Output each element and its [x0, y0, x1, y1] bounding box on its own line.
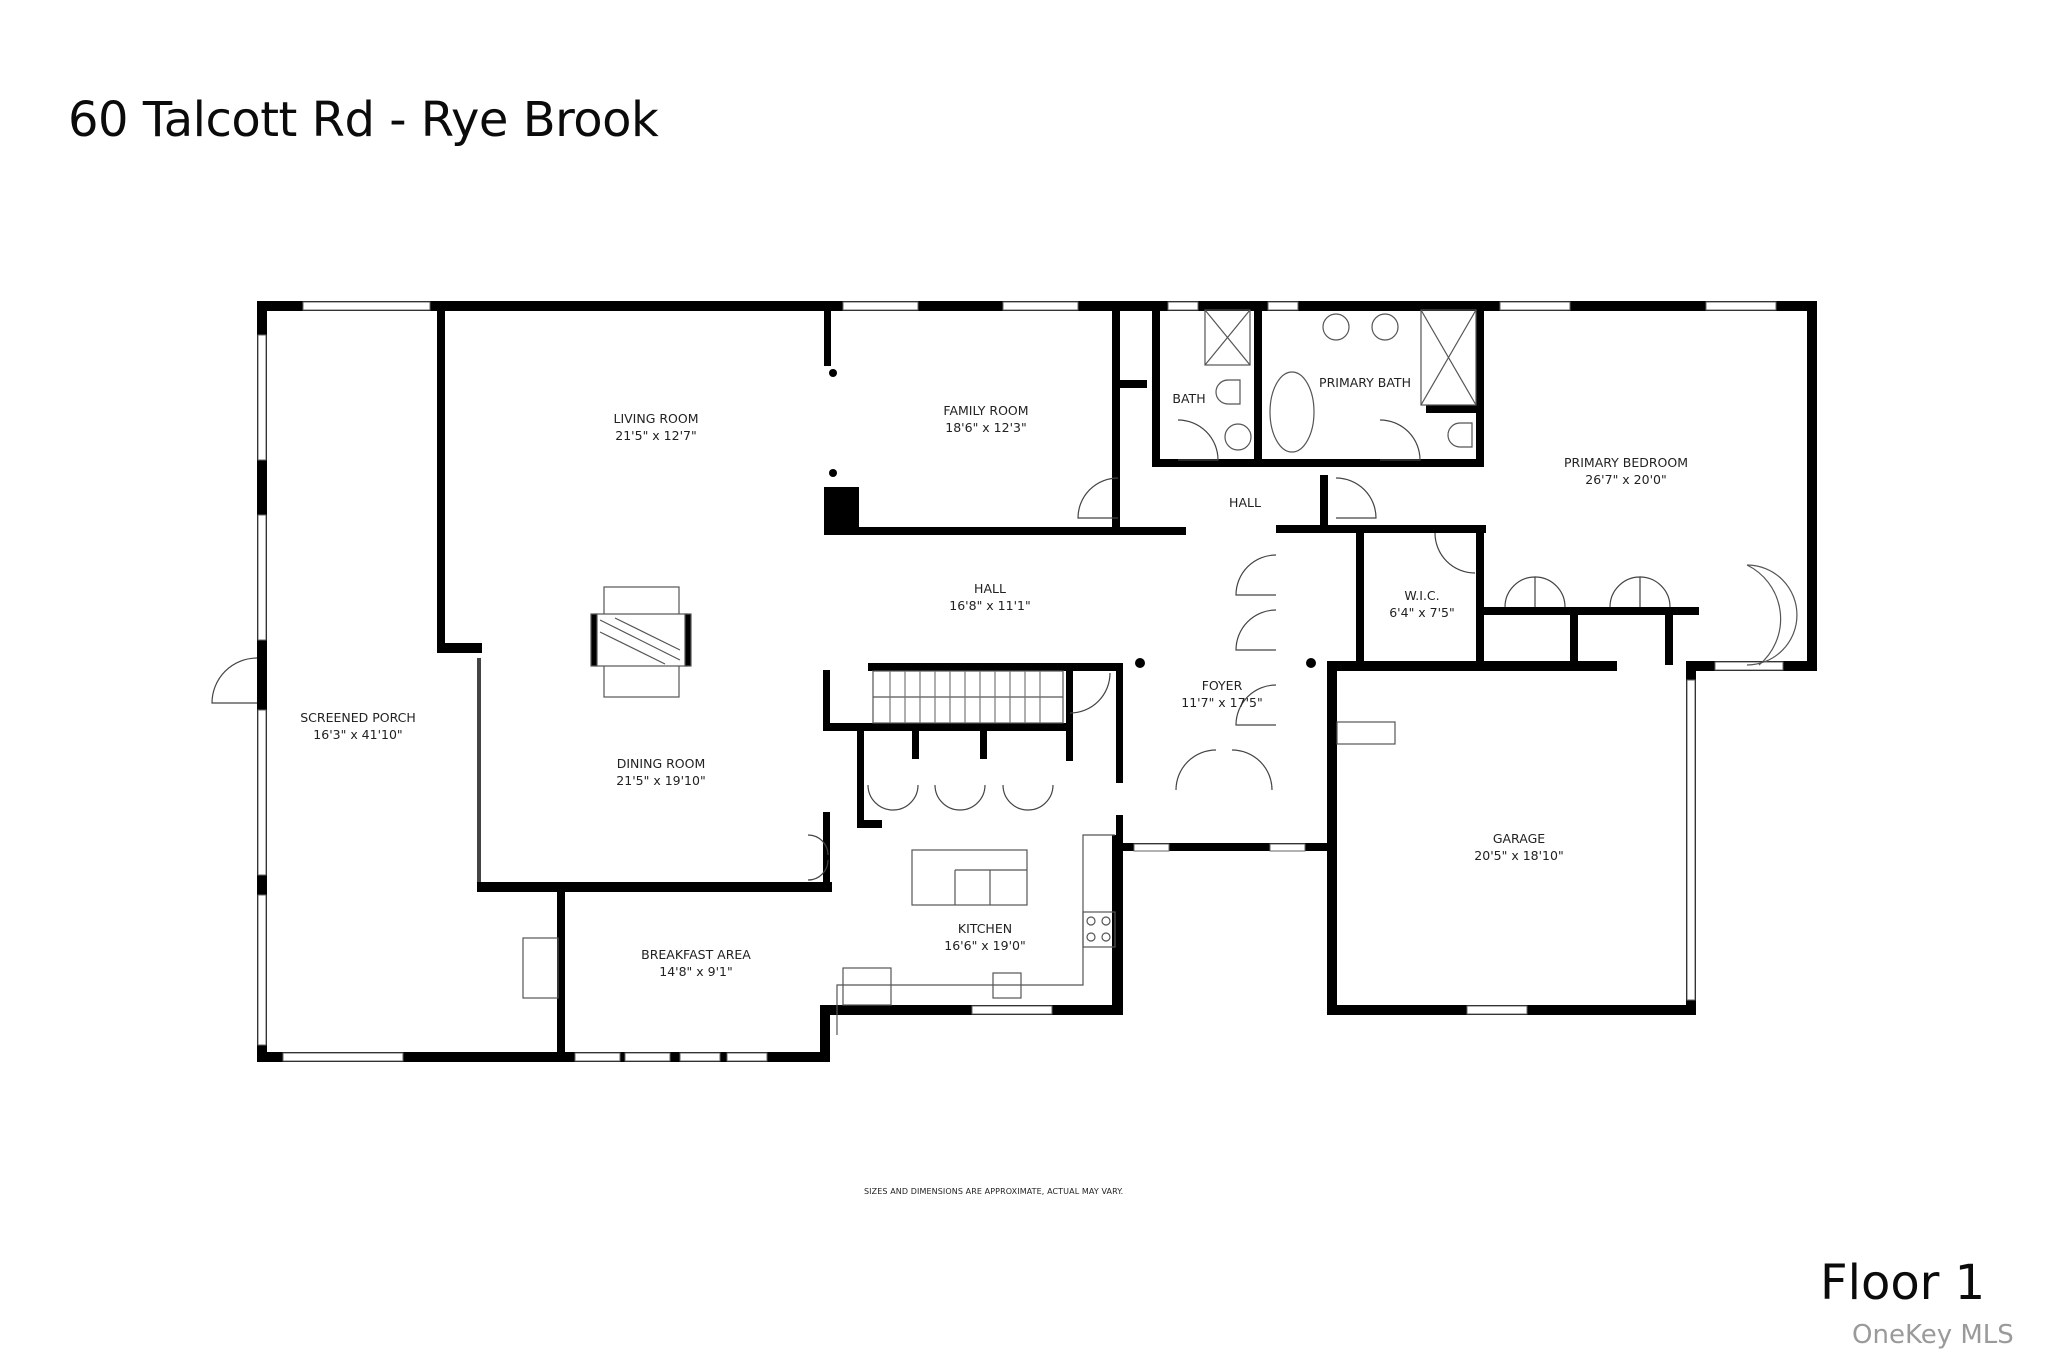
room-wic: W.I.C. 6'4" x 7'5"	[1389, 587, 1455, 621]
room-name: LIVING ROOM	[613, 411, 699, 426]
room-primary-bath: PRIMARY BATH	[1319, 374, 1411, 391]
room-name: PRIMARY BATH	[1319, 375, 1411, 390]
room-dimensions: 18'6" x 12'3"	[945, 420, 1027, 435]
room-breakfast-area: BREAKFAST AREA 14'8" x 9'1"	[641, 946, 751, 980]
room-kitchen: KITCHEN 16'6" x 19'0"	[944, 920, 1025, 954]
room-name: FOYER	[1201, 678, 1243, 693]
room-name: W.I.C.	[1404, 588, 1440, 603]
room-name: BATH	[1172, 391, 1206, 406]
room-dimensions: 20'5" x 18'10"	[1474, 848, 1564, 863]
room-name: SCREENED PORCH	[300, 710, 416, 725]
fixtures	[522, 309, 1798, 1035]
watermark: OneKey MLS	[1852, 1320, 2014, 1350]
room-dimensions: 14'8" x 9'1"	[659, 964, 733, 979]
room-dimensions: 16'8" x 11'1"	[949, 598, 1031, 613]
room-bath: BATH	[1172, 390, 1205, 407]
exterior-walls	[257, 301, 1817, 1062]
room-foyer: FOYER 11'7" x 17'5"	[1181, 677, 1262, 711]
room-dimensions: 26'7" x 20'0"	[1585, 472, 1667, 487]
room-dimensions: 21'5" x 19'10"	[616, 773, 706, 788]
room-dining-room: DINING ROOM 21'5" x 19'10"	[616, 755, 705, 789]
disclaimer-text: SIZES AND DIMENSIONS ARE APPROXIMATE, AC…	[864, 1187, 1124, 1196]
room-dimensions: 11'7" x 17'5"	[1181, 695, 1263, 710]
room-name: HALL	[1229, 495, 1261, 510]
room-name: BREAKFAST AREA	[641, 947, 751, 962]
room-hall: HALL 16'8" x 11'1"	[949, 580, 1030, 614]
room-screened-porch: SCREENED PORCH 16'3" x 41'10"	[300, 709, 416, 743]
room-family-room: FAMILY ROOM 18'6" x 12'3"	[943, 402, 1028, 436]
doors	[211, 419, 1671, 881]
room-name: KITCHEN	[957, 921, 1013, 936]
room-living-room: LIVING ROOM 21'5" x 12'7"	[613, 410, 698, 444]
room-name: FAMILY ROOM	[943, 403, 1029, 418]
plan-title: 60 Talcott Rd - Rye Brook	[68, 92, 659, 148]
room-dimensions: 16'6" x 19'0"	[944, 938, 1026, 953]
floor-label: Floor 1	[1820, 1255, 1986, 1311]
room-name: PRIMARY BEDROOM	[1564, 455, 1688, 470]
room-hall-small: HALL	[1229, 494, 1261, 511]
room-name: GARAGE	[1492, 831, 1546, 846]
windows	[257, 301, 1784, 1062]
room-dimensions: 16'3" x 41'10"	[313, 727, 403, 742]
room-dimensions: 6'4" x 7'5"	[1389, 605, 1455, 620]
room-name: DINING ROOM	[616, 756, 706, 771]
room-name: HALL	[974, 581, 1006, 596]
room-primary-bedroom: PRIMARY BEDROOM 26'7" x 20'0"	[1564, 454, 1688, 488]
room-garage: GARAGE 20'5" x 18'10"	[1474, 830, 1563, 864]
outlets	[829, 369, 1316, 668]
room-dimensions: 21'5" x 12'7"	[615, 428, 697, 443]
interior-walls	[437, 301, 1699, 1057]
